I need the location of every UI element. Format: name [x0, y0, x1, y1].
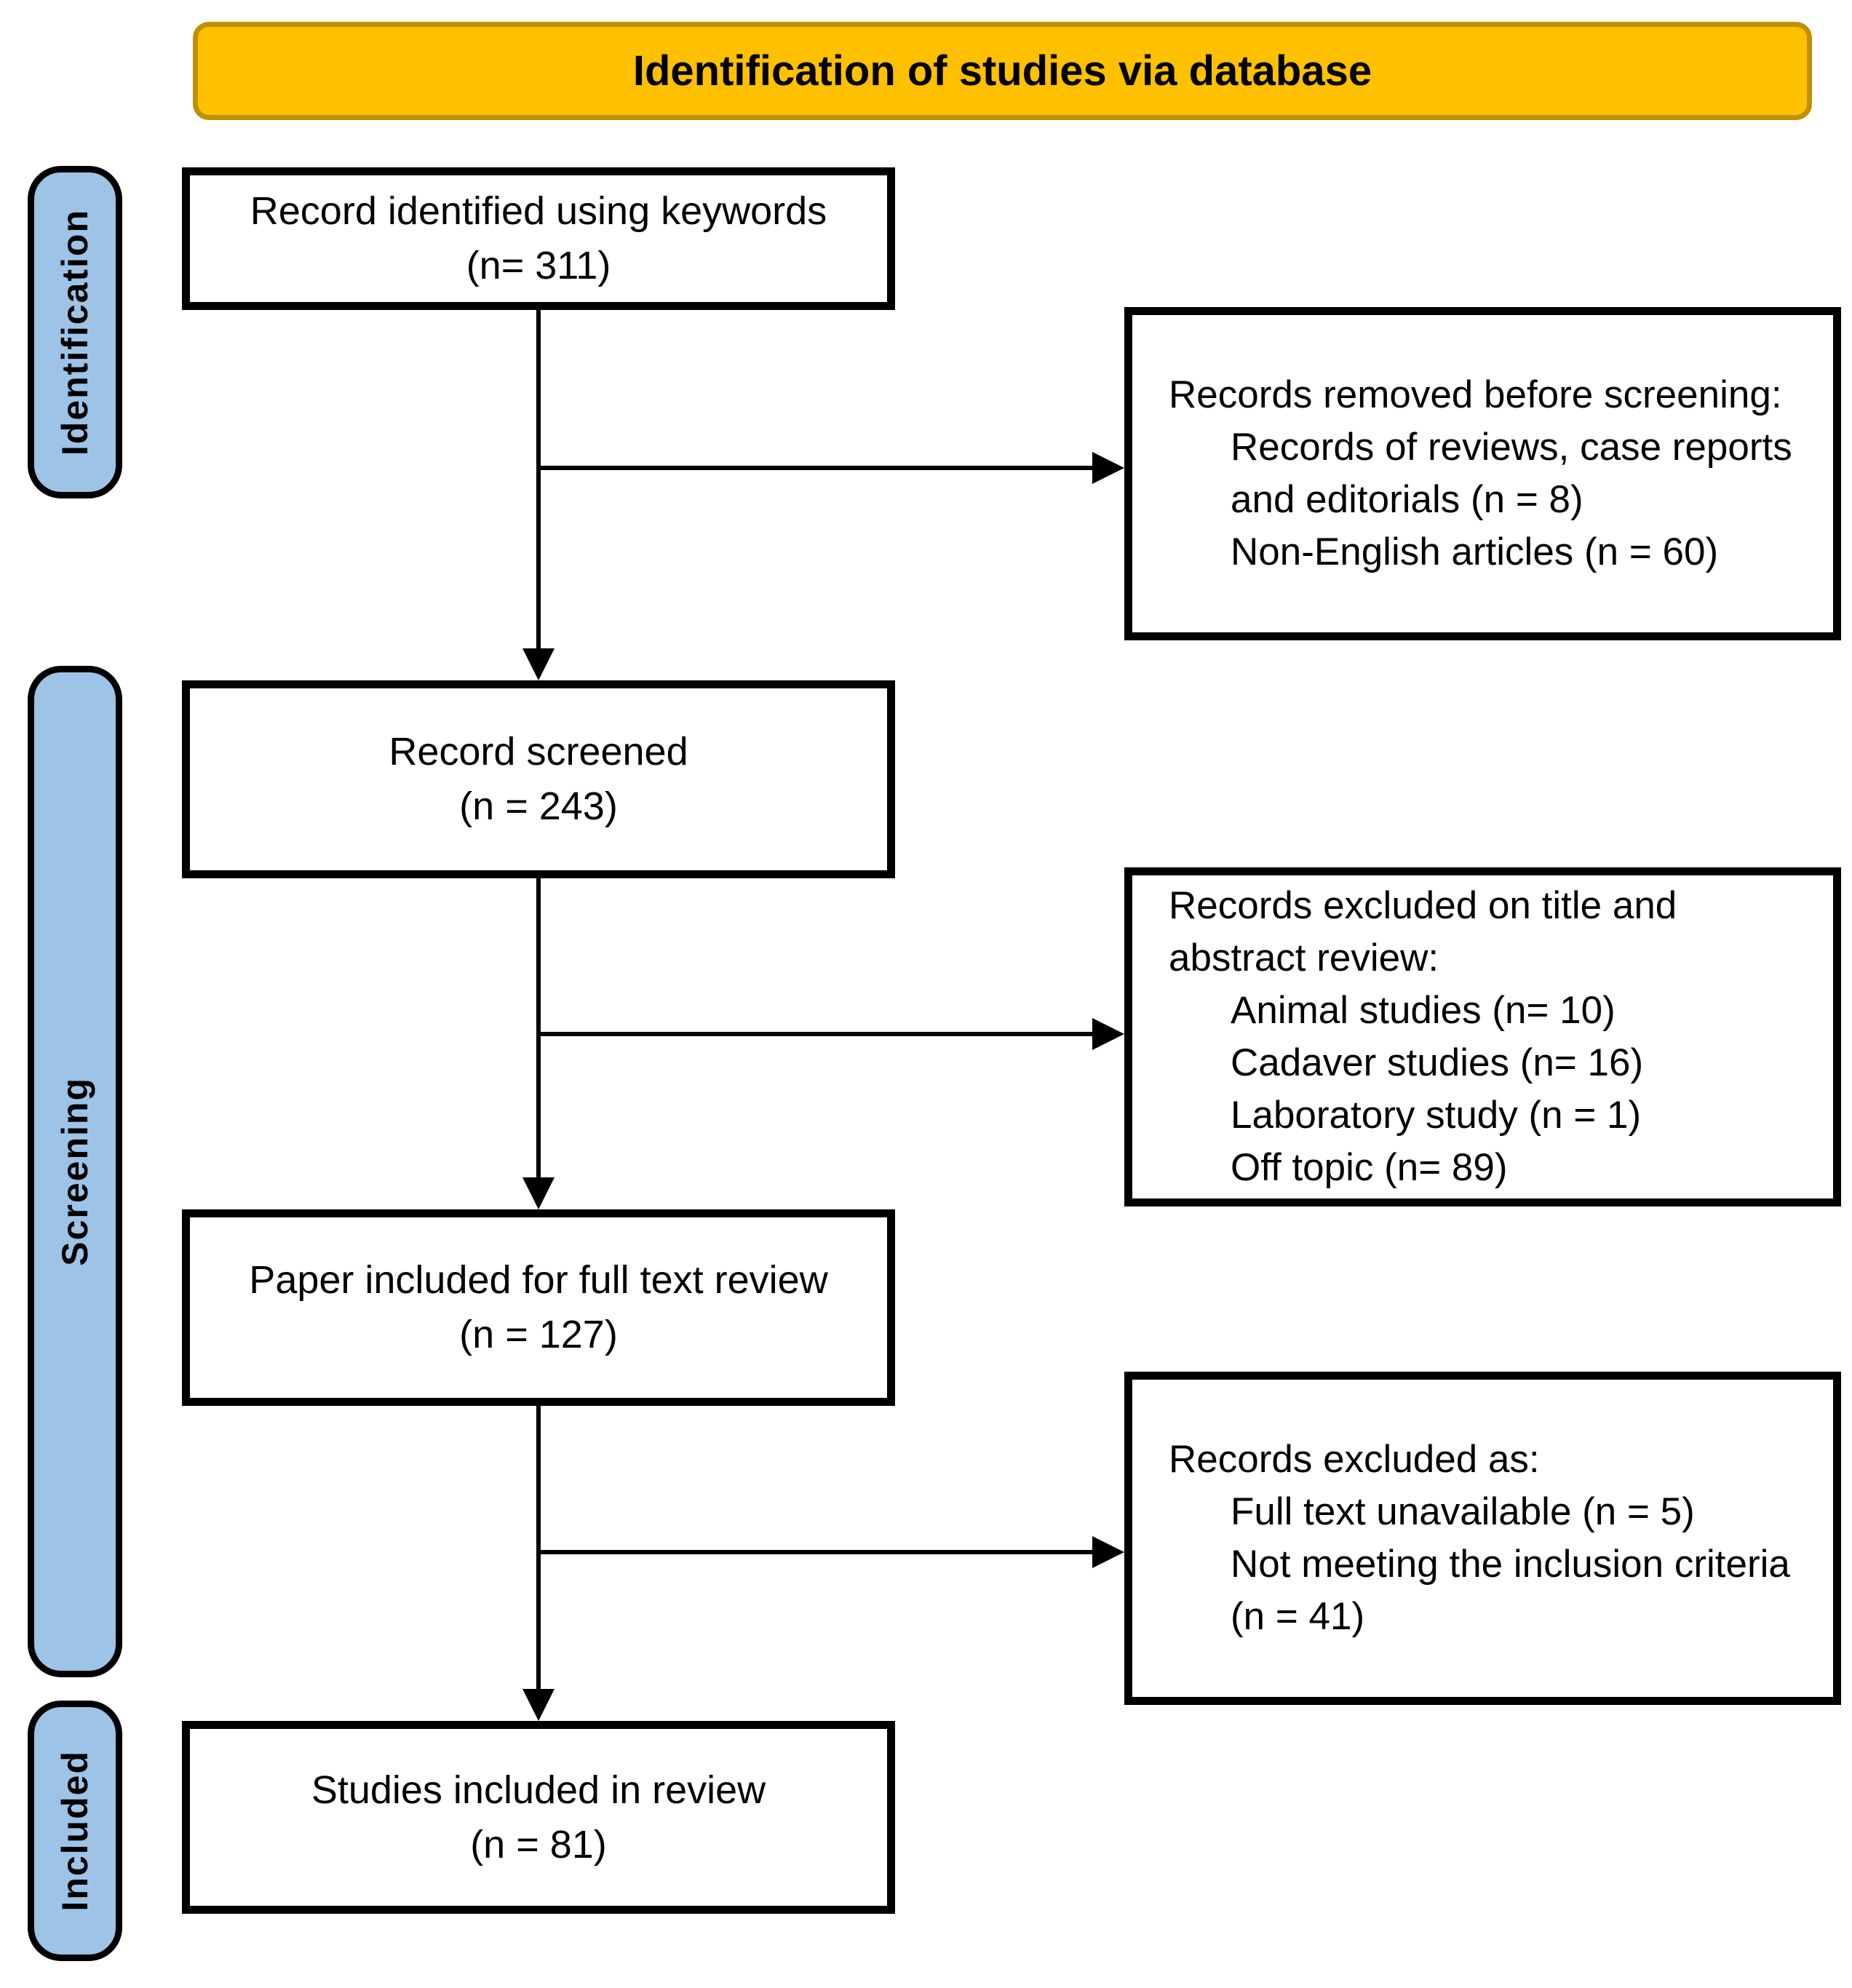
- arrowhead-right-icon: [1092, 1018, 1124, 1050]
- flow-box-records-identified-count: (n= 311): [466, 244, 611, 287]
- flow-box-studies-included-count: (n = 81): [470, 1822, 607, 1866]
- arrowhead-down-icon: [522, 1177, 555, 1209]
- flow-box-records-screened-count: (n = 243): [459, 784, 618, 828]
- exclusion-box-1-item: Non-English articles (n = 60): [1231, 530, 1719, 574]
- connector-line-branch-removed-before-screening: [538, 466, 1094, 470]
- stage-label-screening-text: Screening: [55, 1077, 95, 1266]
- arrowhead-down-icon: [522, 1689, 555, 1721]
- connector-line-identified-to-screened: [536, 310, 541, 650]
- exclusion-box-2-item: Laboratory study (n = 1): [1231, 1094, 1642, 1137]
- stage-label-identification-text: Identification: [55, 208, 95, 456]
- exclusion-box-1-heading: Records removed before screening:: [1169, 373, 1782, 416]
- connector-line-branch-fulltext-excluded: [538, 1550, 1094, 1554]
- diagram-title: Identification of studies via database: [632, 47, 1372, 95]
- flow-box-records-identified-label: Record identified using keywords: [250, 189, 827, 234]
- exclusion-box-excluded-full-text: Records excluded as: Full text unavailab…: [1124, 1372, 1841, 1705]
- diagram-title-banner: Identification of studies via database: [193, 22, 1812, 120]
- arrowhead-down-icon: [522, 648, 555, 680]
- exclusion-box-2-heading: Records excluded on title and abstract r…: [1169, 883, 1677, 979]
- flow-box-full-text-review: Paper included for full text review (n =…: [182, 1209, 895, 1406]
- connector-line-branch-title-abstract-excluded: [538, 1032, 1094, 1036]
- flow-box-studies-included-label: Studies included in review: [311, 1768, 766, 1812]
- exclusion-box-removed-before-screening: Records removed before screening: Record…: [1124, 307, 1841, 640]
- exclusion-box-3-heading: Records excluded as:: [1169, 1437, 1540, 1481]
- connector-line-fulltext-to-included: [536, 1406, 541, 1689]
- flow-box-studies-included: Studies included in review (n = 81): [182, 1721, 895, 1914]
- exclusion-box-title-abstract-review: Records excluded on title and abstract r…: [1124, 867, 1841, 1206]
- exclusion-box-1-item: Records of reviews, case reports and edi…: [1231, 425, 1792, 521]
- exclusion-box-2-item: Off topic (n= 89): [1231, 1146, 1508, 1190]
- stage-label-included: Included: [28, 1701, 122, 1961]
- flow-box-records-screened: Record screened (n = 243): [182, 680, 895, 878]
- stage-label-screening: Screening: [28, 666, 122, 1677]
- flow-box-full-text-review-count: (n = 127): [459, 1313, 618, 1356]
- flow-box-full-text-review-label: Paper included for full text review: [249, 1258, 828, 1303]
- exclusion-box-2-item: Cadaver studies (n= 16): [1231, 1041, 1644, 1084]
- exclusion-box-3-item: Full text unavailable (n = 5): [1231, 1490, 1695, 1533]
- exclusion-box-3-item: Not meeting the inclusion criteria (n = …: [1231, 1543, 1790, 1639]
- connector-line-screened-to-fulltext: [536, 878, 541, 1177]
- arrowhead-right-icon: [1092, 452, 1124, 484]
- exclusion-box-2-item: Animal studies (n= 10): [1231, 988, 1615, 1032]
- stage-label-identification: Identification: [28, 166, 122, 498]
- flow-box-records-identified: Record identified using keywords (n= 311…: [182, 167, 895, 310]
- stage-label-included-text: Included: [55, 1750, 95, 1912]
- arrowhead-right-icon: [1092, 1536, 1124, 1568]
- flow-box-records-screened-label: Record screened: [389, 730, 688, 774]
